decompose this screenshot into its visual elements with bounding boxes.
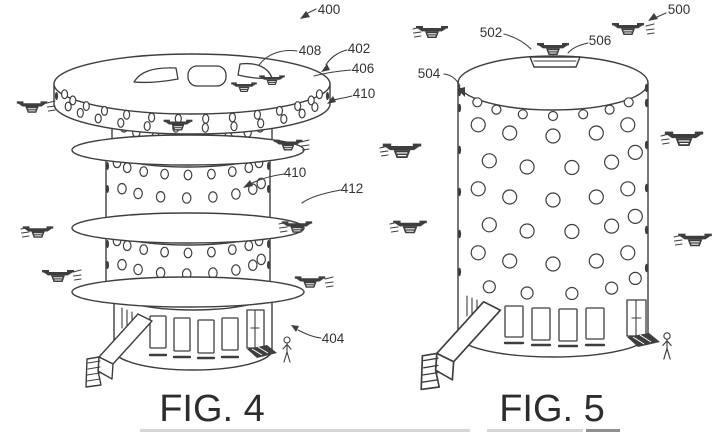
fig4-landing-disc — [71, 276, 305, 308]
leader-line — [305, 8, 317, 15]
leader-line — [325, 49, 348, 66]
person-icon — [662, 332, 672, 360]
leader-line — [567, 42, 589, 54]
ref-label-502: 502 — [480, 25, 503, 40]
leader-line — [443, 73, 461, 87]
drone-icon — [611, 22, 645, 36]
fig4-top-saucer — [53, 53, 331, 135]
ground-floor-windows — [149, 315, 239, 354]
door-mat — [247, 345, 277, 358]
ref-label-410-mid: 410 — [284, 165, 307, 180]
leader-line — [297, 329, 322, 339]
ref-label-500: 500 — [668, 2, 691, 17]
ref-label-402: 402 — [348, 41, 371, 56]
fig4-landing-disc — [71, 212, 305, 244]
fig5-caption: FIG. 5 — [499, 388, 605, 430]
fig5-cylinder-body — [457, 55, 649, 358]
fig5-delivery-tower-drawing: 500 502 506 504 FIG. 5 — [379, 2, 713, 430]
ref-label-408: 408 — [299, 43, 322, 58]
window-sill-dashes — [148, 353, 240, 360]
leader-line — [258, 49, 298, 66]
leader-line — [332, 95, 353, 101]
motion-dashes-icon — [72, 269, 82, 281]
ref-label-506: 506 — [589, 33, 612, 48]
door-mat — [627, 333, 660, 347]
wall-holes — [470, 97, 643, 301]
drone-icon — [16, 100, 48, 114]
page-footer-strip — [140, 429, 620, 432]
saucer-rim-holes — [60, 89, 323, 133]
drone-icon — [41, 269, 75, 283]
fig4-reference-numerals: 400 408 402 406 410 410 412 404 — [243, 2, 375, 346]
wall-holes — [112, 235, 266, 280]
drone-icon — [382, 143, 422, 159]
drone-icon — [536, 42, 570, 56]
leader-line — [301, 189, 342, 204]
ref-label-400: 400 — [318, 2, 341, 17]
drone-icon — [294, 275, 326, 289]
drone-landing-pad-icon — [529, 56, 581, 68]
leader-line — [313, 69, 352, 77]
leader-line — [249, 173, 285, 185]
drone-icon — [677, 233, 713, 247]
ground-floor-windows — [504, 305, 605, 342]
fig4-base-level — [71, 276, 305, 388]
ref-label-412: 412 — [341, 181, 364, 196]
drone-icon — [664, 131, 704, 147]
fig4-caption: FIG. 4 — [159, 388, 265, 430]
ref-label-410-top: 410 — [353, 86, 376, 101]
fig4-delivery-tower-drawing: 400 408 402 406 410 410 412 404 FIG. 4 — [16, 2, 375, 430]
arrowhead — [243, 180, 253, 188]
leader-line — [503, 33, 532, 50]
motion-dashes-icon — [660, 133, 670, 145]
motion-dashes-icon — [645, 23, 655, 35]
ref-label-504: 504 — [418, 66, 441, 81]
edge-half-holes — [457, 83, 649, 277]
arrowhead — [300, 11, 310, 19]
person-icon — [282, 336, 292, 363]
window-sill-dashes — [503, 341, 606, 348]
arrowhead — [457, 87, 465, 97]
arrowhead — [327, 96, 336, 104]
arrowhead — [291, 325, 299, 332]
fig4-landing-disc — [71, 134, 305, 166]
arrowhead — [321, 64, 330, 72]
leader-line — [656, 12, 667, 18]
ref-label-406: 406 — [352, 61, 375, 76]
ref-label-404: 404 — [322, 331, 345, 346]
arrowhead — [648, 13, 658, 21]
fig5-base-level — [420, 295, 672, 391]
fig5-reference-numerals: 500 502 506 504 — [418, 2, 691, 97]
motion-dashes-icon — [324, 276, 334, 288]
